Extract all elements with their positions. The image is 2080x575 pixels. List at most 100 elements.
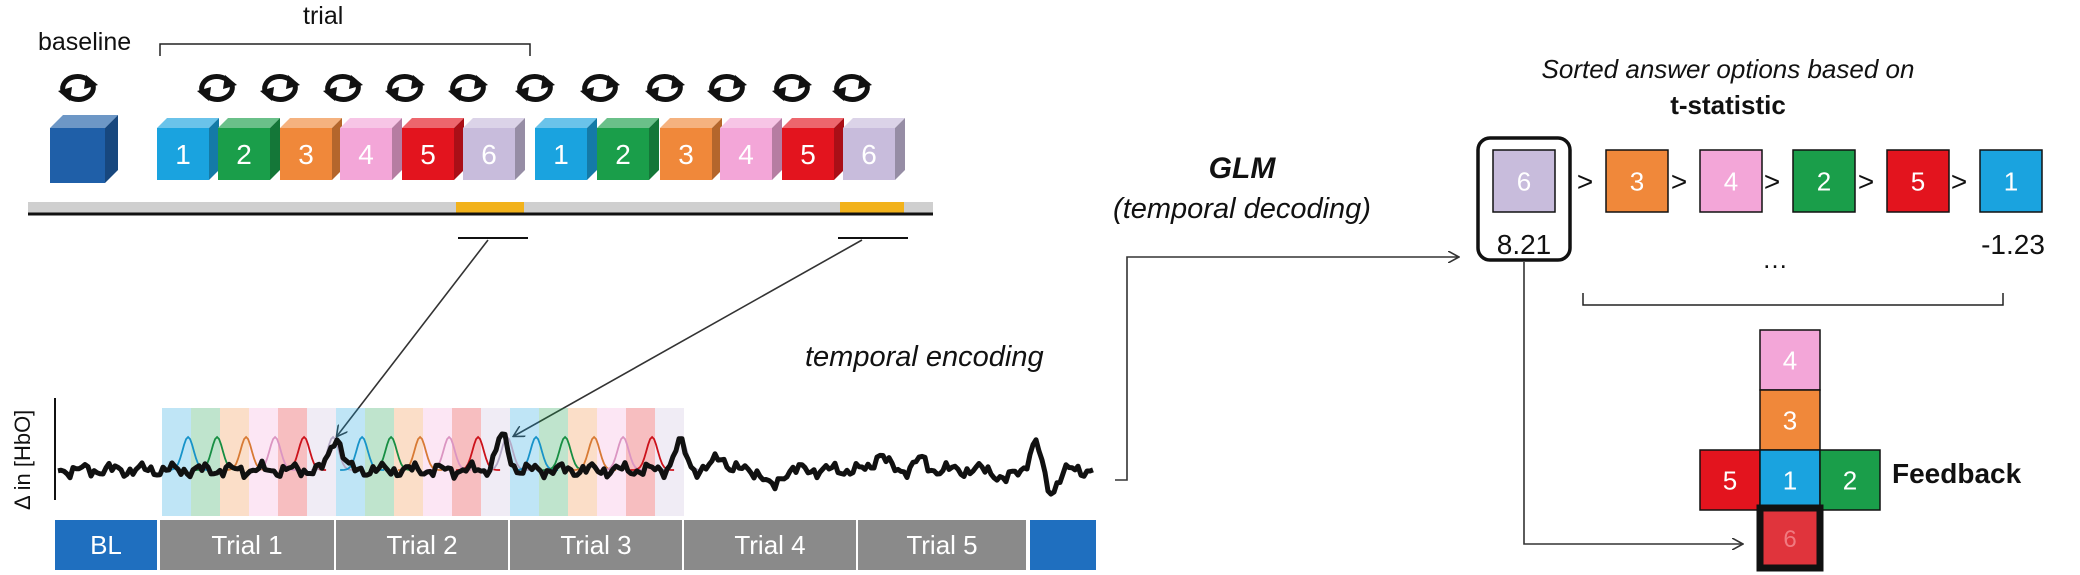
baseline-cube (50, 115, 118, 183)
cube-top-face (597, 118, 659, 128)
cube-side-face (270, 118, 280, 180)
option-digit: 5 (1723, 465, 1737, 495)
cube-digit: 2 (236, 139, 252, 170)
cube-side-face (454, 118, 464, 180)
cube-top-face (463, 118, 525, 128)
cube-digit: 1 (553, 139, 569, 170)
stimulus-cube-5: 5 (782, 118, 844, 180)
temporal-encoding-label: temporal encoding (805, 341, 1044, 373)
stimulus-stripe-4 (597, 408, 626, 516)
timeline-segment-rect (160, 520, 334, 570)
glm-label: GLM (1209, 152, 1277, 185)
timeline-segment-label: Trial 5 (906, 530, 977, 560)
cube-digit: 6 (861, 139, 877, 170)
option-digit: 6 (1517, 166, 1531, 196)
stimulus-stripe-4 (423, 408, 452, 516)
stimulus-cube-2: 2 (597, 118, 659, 180)
timeline-segment: Trial 5 (858, 520, 1026, 570)
stimulus-stripe-5 (278, 408, 307, 516)
option-digit: 3 (1630, 166, 1644, 196)
cube-front-face (660, 128, 712, 180)
cube-digit: 6 (481, 139, 497, 170)
cube-front-face (843, 128, 895, 180)
option-digit: 1 (2004, 166, 2018, 196)
cube-side-face (834, 118, 844, 180)
highlight-marker-2 (840, 202, 904, 213)
rotate-icon (832, 74, 872, 102)
greater-than-sign: > (1671, 166, 1687, 197)
cube-side-face (649, 118, 659, 180)
timeline-segment-rect (684, 520, 856, 570)
stimulus-cube-5: 5 (402, 118, 464, 180)
greater-than-sign: > (1951, 166, 1967, 197)
rotate-icon (58, 74, 98, 102)
cube-front-face (157, 128, 209, 180)
baseline-cube-shape (50, 115, 118, 183)
timeline-segment: Trial 3 (510, 520, 682, 570)
feedback-square-left: 5 (1699, 449, 1761, 511)
stimulus-cube-1: 1 (535, 118, 597, 180)
rotate-icon (260, 74, 300, 102)
baseline-label: baseline (38, 28, 131, 56)
stimulus-cube-4: 4 (340, 118, 402, 180)
selected-digit: 6 (1783, 526, 1796, 553)
sorted-option-4: 4 (1699, 149, 1763, 213)
cube-top-face (782, 118, 844, 128)
cube-front-face (218, 128, 270, 180)
stimulus-stripe-1 (162, 408, 191, 516)
option-digit: 1 (1783, 465, 1797, 495)
feedback-square-center: 1 (1759, 449, 1821, 511)
timeline-segment-rect (510, 520, 682, 570)
timeline-segment-rect (55, 520, 157, 570)
sorted-option-5: 5 (1886, 149, 1950, 213)
sorted-ellipsis: … (1762, 244, 1788, 274)
worst-option-value: -1.23 (1981, 229, 2045, 260)
timeline-segment-rect (1030, 520, 1096, 570)
option-square (1699, 149, 1763, 213)
best-option-value: 8.21 (1497, 229, 1552, 260)
option-square (1492, 149, 1556, 213)
greater-than-sign: > (1858, 166, 1874, 197)
cube-digit: 1 (175, 139, 191, 170)
cube-top-face (843, 118, 905, 128)
cube-side-face (515, 118, 525, 180)
option-square (1699, 449, 1761, 511)
stimulus-cube-4: 4 (720, 118, 782, 180)
option-square (1819, 449, 1881, 511)
cube-digit: 3 (298, 139, 314, 170)
feedback-label: Feedback (1892, 458, 2022, 489)
feedback-cross: 4 3 5 1 2 6 (1699, 329, 1881, 572)
sorted-option-1: 1 (1979, 149, 2043, 213)
option-digit: 2 (1843, 465, 1857, 495)
arrow-to-peak-2 (514, 239, 863, 436)
option-digit: 4 (1724, 166, 1738, 196)
rotate-icons-group (58, 74, 872, 102)
feedback-square-top1: 3 (1759, 389, 1821, 451)
sorted-option-2: 2 (1792, 149, 1856, 213)
stimulus-stripe-2 (365, 408, 394, 516)
cube-top-face (218, 118, 280, 128)
hbo-signal-trace (57, 431, 1094, 497)
rotate-icon (197, 74, 237, 102)
cube-side-face (209, 118, 219, 180)
cube-side-face (105, 115, 118, 183)
cube-top-face (720, 118, 782, 128)
cube-front-face (340, 128, 392, 180)
option-digit: 3 (1783, 405, 1797, 435)
feedback-square-top2: 4 (1759, 329, 1821, 391)
sorted-option-3: 3 (1605, 149, 1669, 213)
selected-square (1756, 504, 1824, 572)
option-square (1605, 149, 1669, 213)
rotate-icon (515, 74, 555, 102)
sorted-bracket (1582, 293, 2004, 306)
greater-than-sign: > (1577, 166, 1593, 197)
cube-side-face (772, 118, 782, 180)
cube-front-face (402, 128, 454, 180)
cube-digit: 4 (738, 139, 754, 170)
rotate-icon (772, 74, 812, 102)
cube-digit: 2 (615, 139, 631, 170)
cube-digit: 4 (358, 139, 374, 170)
feedback-square-right: 2 (1819, 449, 1881, 511)
